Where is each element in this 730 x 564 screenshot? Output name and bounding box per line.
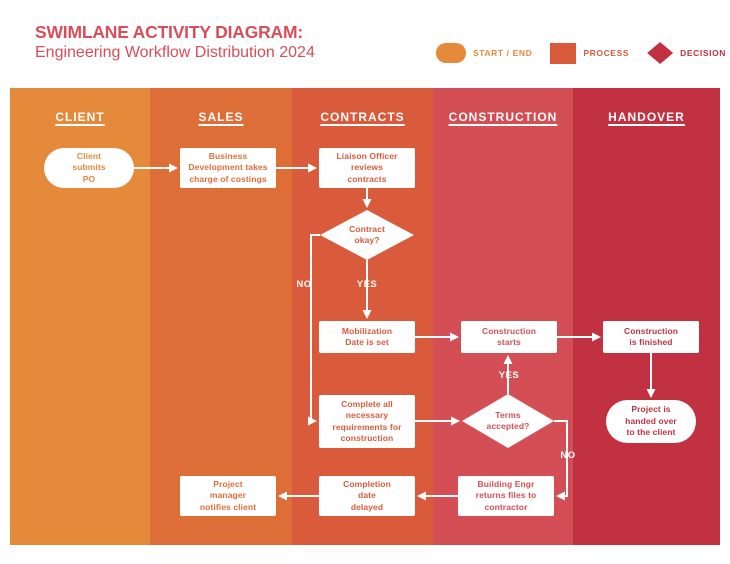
edge-label-terms-yes: YES [498, 370, 520, 381]
legend-item-process: PROCESS [550, 42, 630, 64]
page-title: SWIMLANE ACTIVITY DIAGRAM: [35, 22, 303, 42]
node-completion-date-delayed: Completion date delayed [319, 476, 415, 516]
node-project-manager-notifies-client: Project manager notifies client [180, 476, 276, 516]
edge-label-terms-no: NO [560, 450, 576, 461]
legend-label-start-end: START / END [473, 48, 533, 58]
node-building-engr-returns-files: Building Engr returns files to contracto… [458, 476, 554, 516]
node-liaison-officer-reviews-contracts: Liaison Officer reviews contracts [319, 148, 415, 188]
legend-item-start-end: START / END [436, 43, 532, 63]
legend-label-process: PROCESS [583, 48, 630, 58]
legend: START / END PROCESS DECISION [436, 42, 726, 64]
edge-label-contract-yes: YES [356, 279, 378, 290]
start-end-pill-icon [436, 43, 466, 63]
node-business-development-costings: Business Development takes charge of cos… [180, 148, 276, 188]
legend-item-decision: DECISION [647, 42, 726, 64]
node-client-submits-po: Client submits PO [44, 148, 134, 188]
lane-header-sales: SALES [198, 110, 244, 124]
lane-header-handover: HANDOVER [608, 110, 685, 124]
lane-construction: CONSTRUCTION [433, 88, 573, 545]
node-project-handed-over: Project is handed over to the client [606, 400, 696, 443]
process-rect-icon [550, 42, 577, 64]
node-construction-finished: Construction is finished [603, 321, 699, 353]
node-construction-starts: Construction starts [461, 321, 557, 353]
legend-label-decision: DECISION [680, 48, 727, 58]
lane-handover: HANDOVER [573, 88, 720, 545]
lane-header-contracts: CONTRACTS [320, 110, 405, 124]
lane-header-construction: CONSTRUCTION [448, 110, 558, 124]
decision-diamond-icon [647, 42, 674, 64]
swimlane-diagram: CLIENT SALES CONTRACTS CONSTRUCTION HAND… [10, 88, 720, 545]
page-subtitle: Engineering Workflow Distribution 2024 [35, 44, 315, 61]
edge-label-contract-no: NO [296, 279, 312, 290]
node-mobilization-date-set: Mobilization Date is set [319, 321, 415, 353]
node-complete-requirements-construction: Complete all necessary requirements for … [319, 395, 415, 448]
lane-header-client: CLIENT [55, 110, 105, 124]
